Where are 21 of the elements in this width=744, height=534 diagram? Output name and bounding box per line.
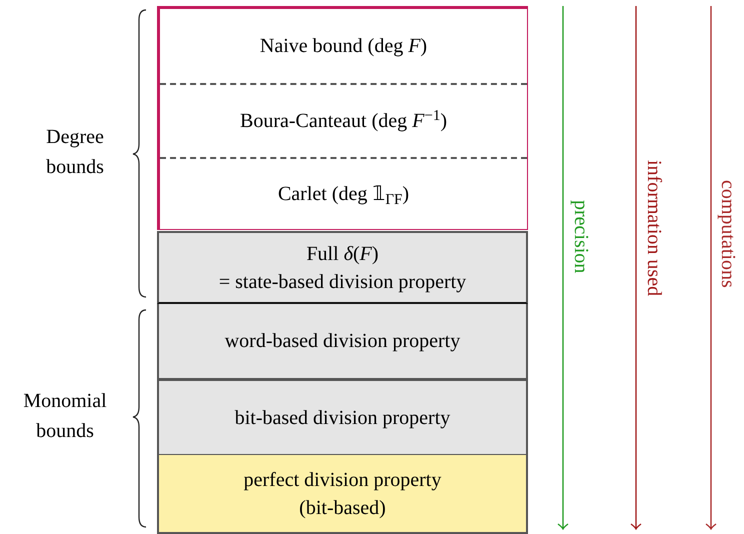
box-text: (bit-based)	[299, 496, 386, 520]
property-box	[157, 231, 528, 304]
property-box	[157, 455, 528, 534]
bounds-group-box	[157, 6, 528, 230]
box-text: Naive bound (deg F)	[260, 34, 428, 59]
property-box	[160, 157, 527, 229]
property-box	[157, 304, 528, 380]
direction-label: precision	[569, 200, 593, 276]
property-box	[157, 379, 528, 456]
box-text: perfect division property	[244, 468, 442, 492]
box-text: = state-based division property	[218, 270, 466, 294]
group-label: Monomial bounds	[22, 389, 108, 444]
box-text: Boura-Canteaut (deg F$^{−1}$)	[240, 107, 448, 134]
box-text: Full δ(F)	[306, 242, 379, 266]
direction-label: computations	[716, 180, 740, 290]
box-text: bit-based division property	[234, 406, 450, 430]
property-box	[160, 83, 527, 157]
group-label: Degree bounds	[45, 125, 105, 180]
box-text: word-based division property	[224, 329, 460, 354]
box-text: Carlet (deg 𝟙$_{ΓF}$)	[278, 182, 410, 208]
direction-label: information used	[642, 160, 666, 298]
